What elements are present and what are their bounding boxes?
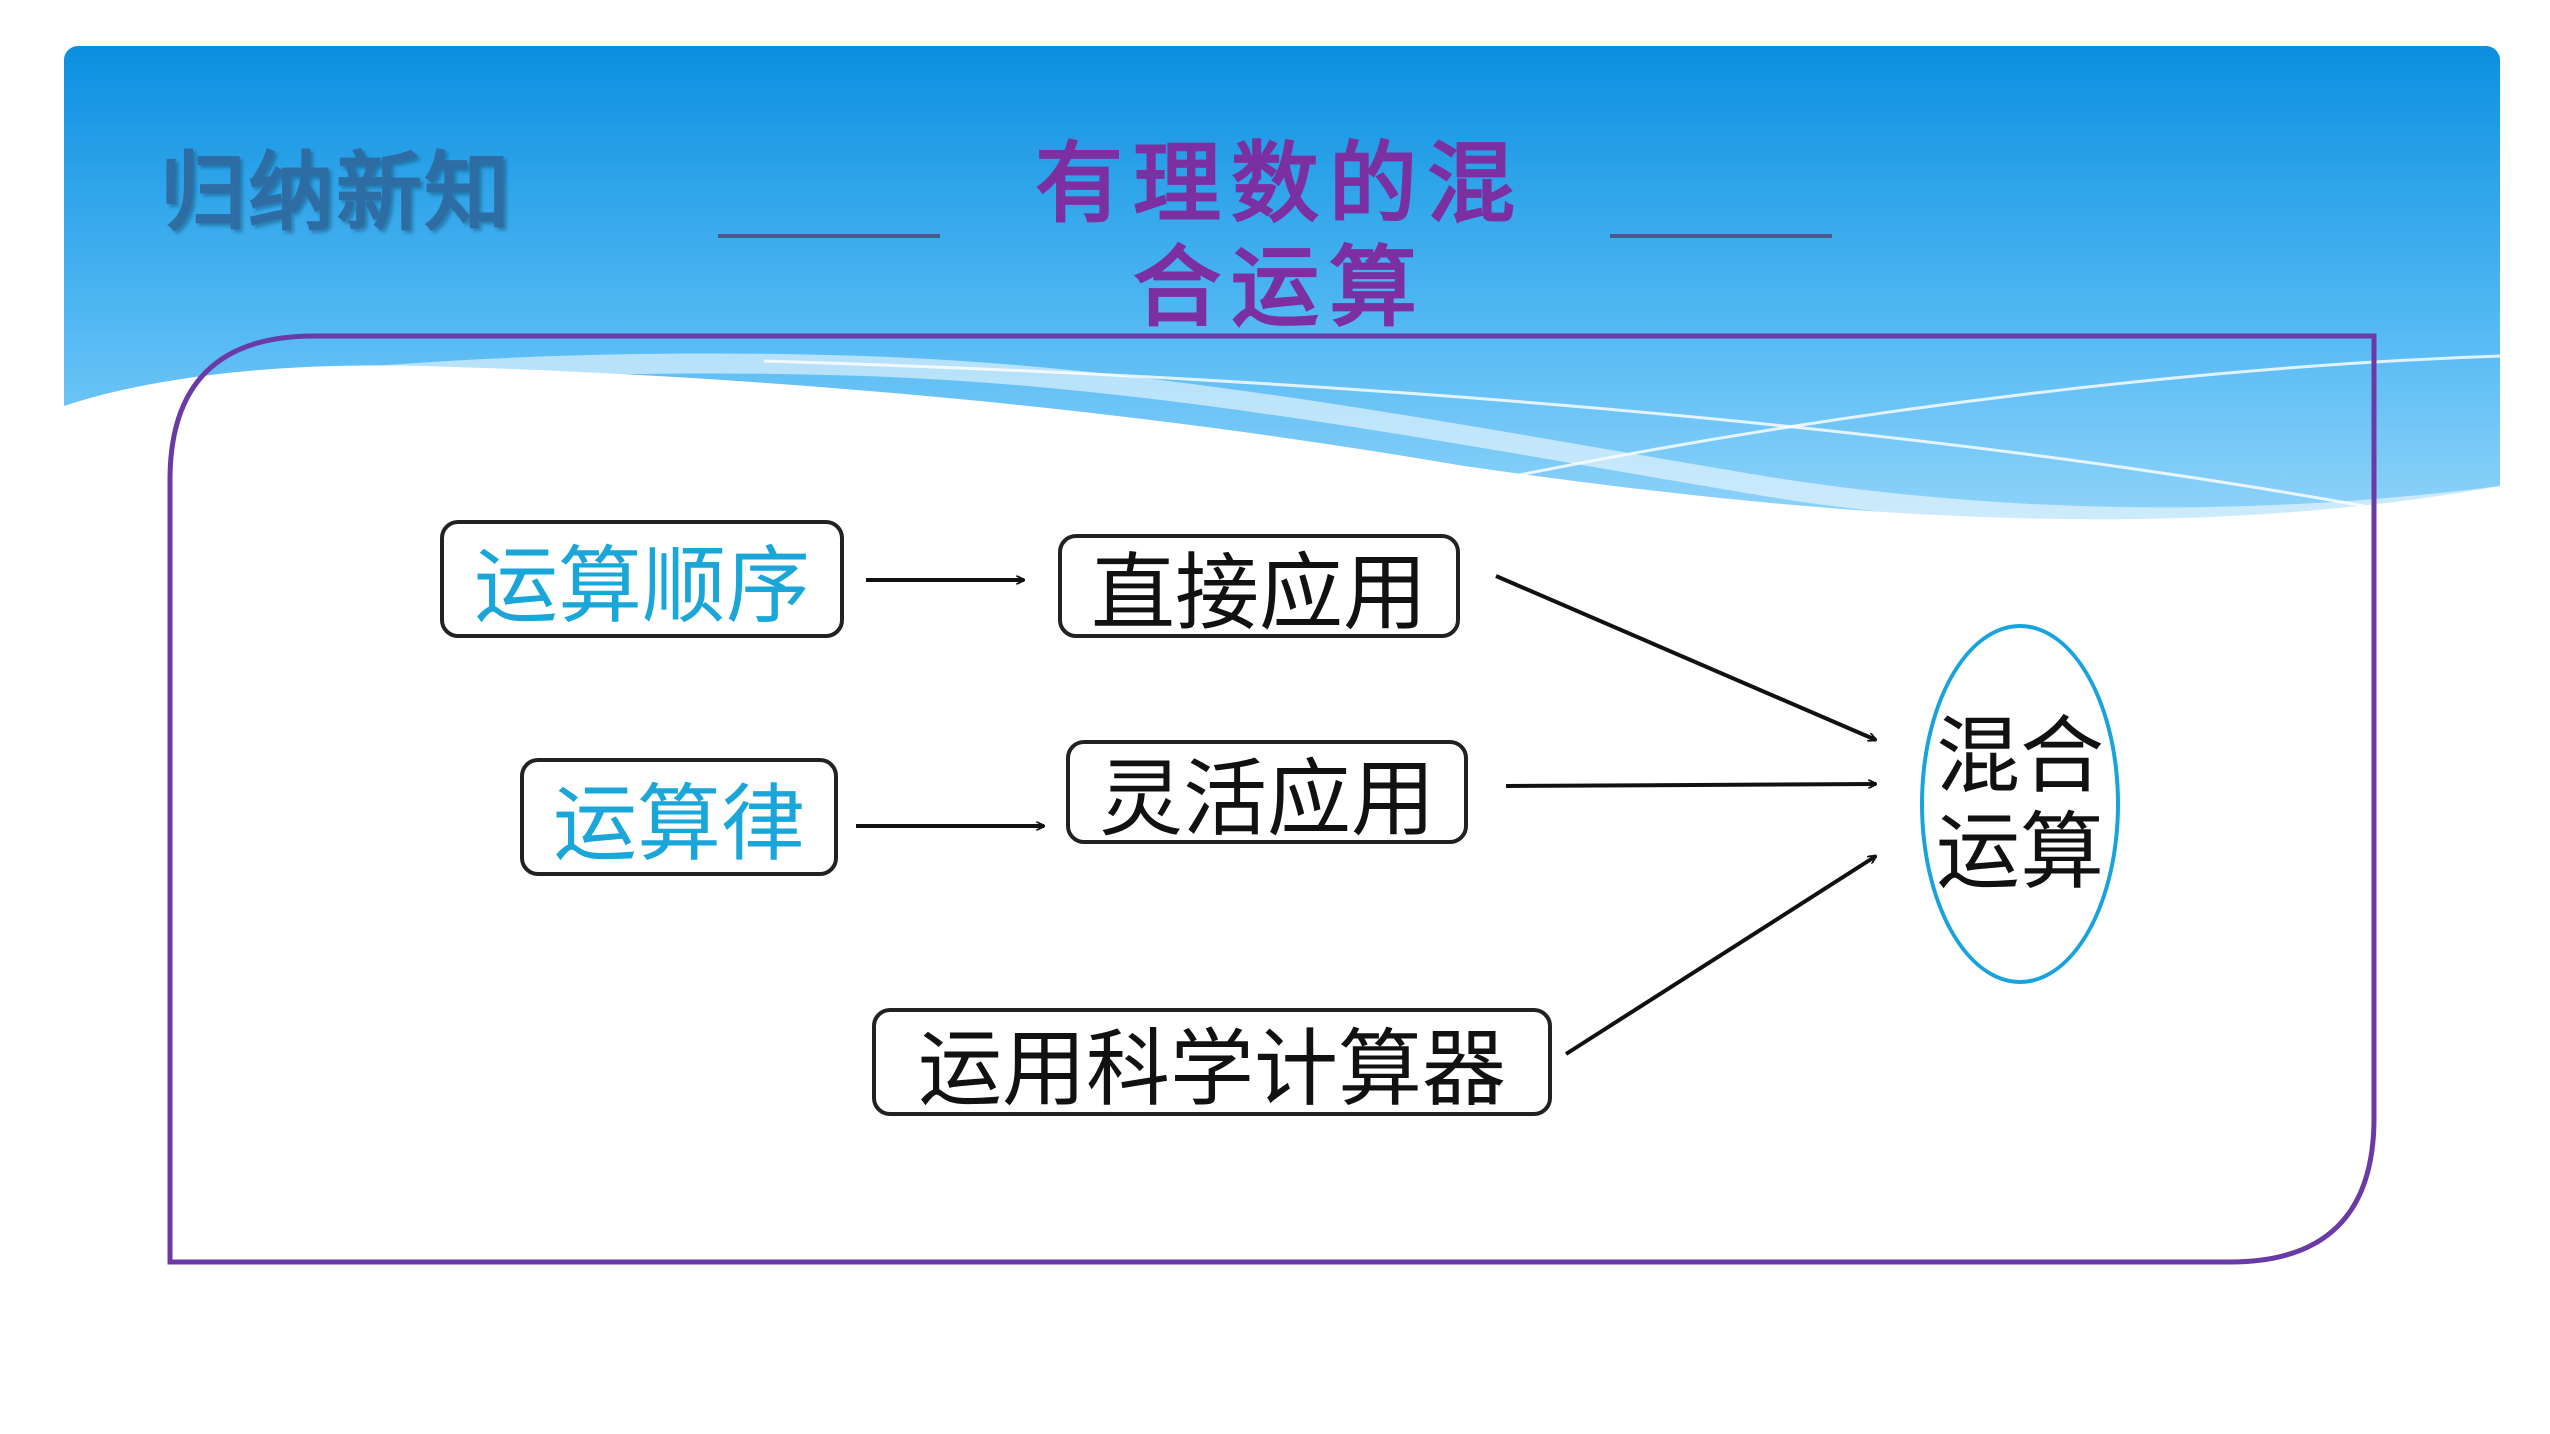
page-title: 有理数的混合运算 [1034, 132, 1525, 339]
node-flexible-application: 灵活应用 [1066, 740, 1468, 848]
title-rule-left [718, 234, 940, 238]
node-scientific-calculator: 运用科学计算器 [872, 1008, 1552, 1118]
node-mixed-operations: 混合运算 [1920, 624, 2120, 984]
header-band [64, 46, 2500, 546]
section-label: 归纳新知 [160, 143, 512, 243]
arrow-direct-to-target [1495, 574, 1876, 742]
content-frame [167, 333, 2377, 1265]
arrow-calculator-to-target [1564, 854, 1876, 1056]
node-mixed-operations-label: 混合运算 [1935, 707, 2104, 901]
node-direct-application: 直接应用 [1058, 534, 1460, 642]
title-rule-right [1610, 234, 1832, 238]
header-wave-graphic [64, 46, 2500, 527]
node-operation-order: 运算顺序 [440, 520, 844, 638]
arrow-flexible-to-target [1505, 784, 1876, 786]
node-operation-laws: 运算律 [520, 758, 838, 876]
